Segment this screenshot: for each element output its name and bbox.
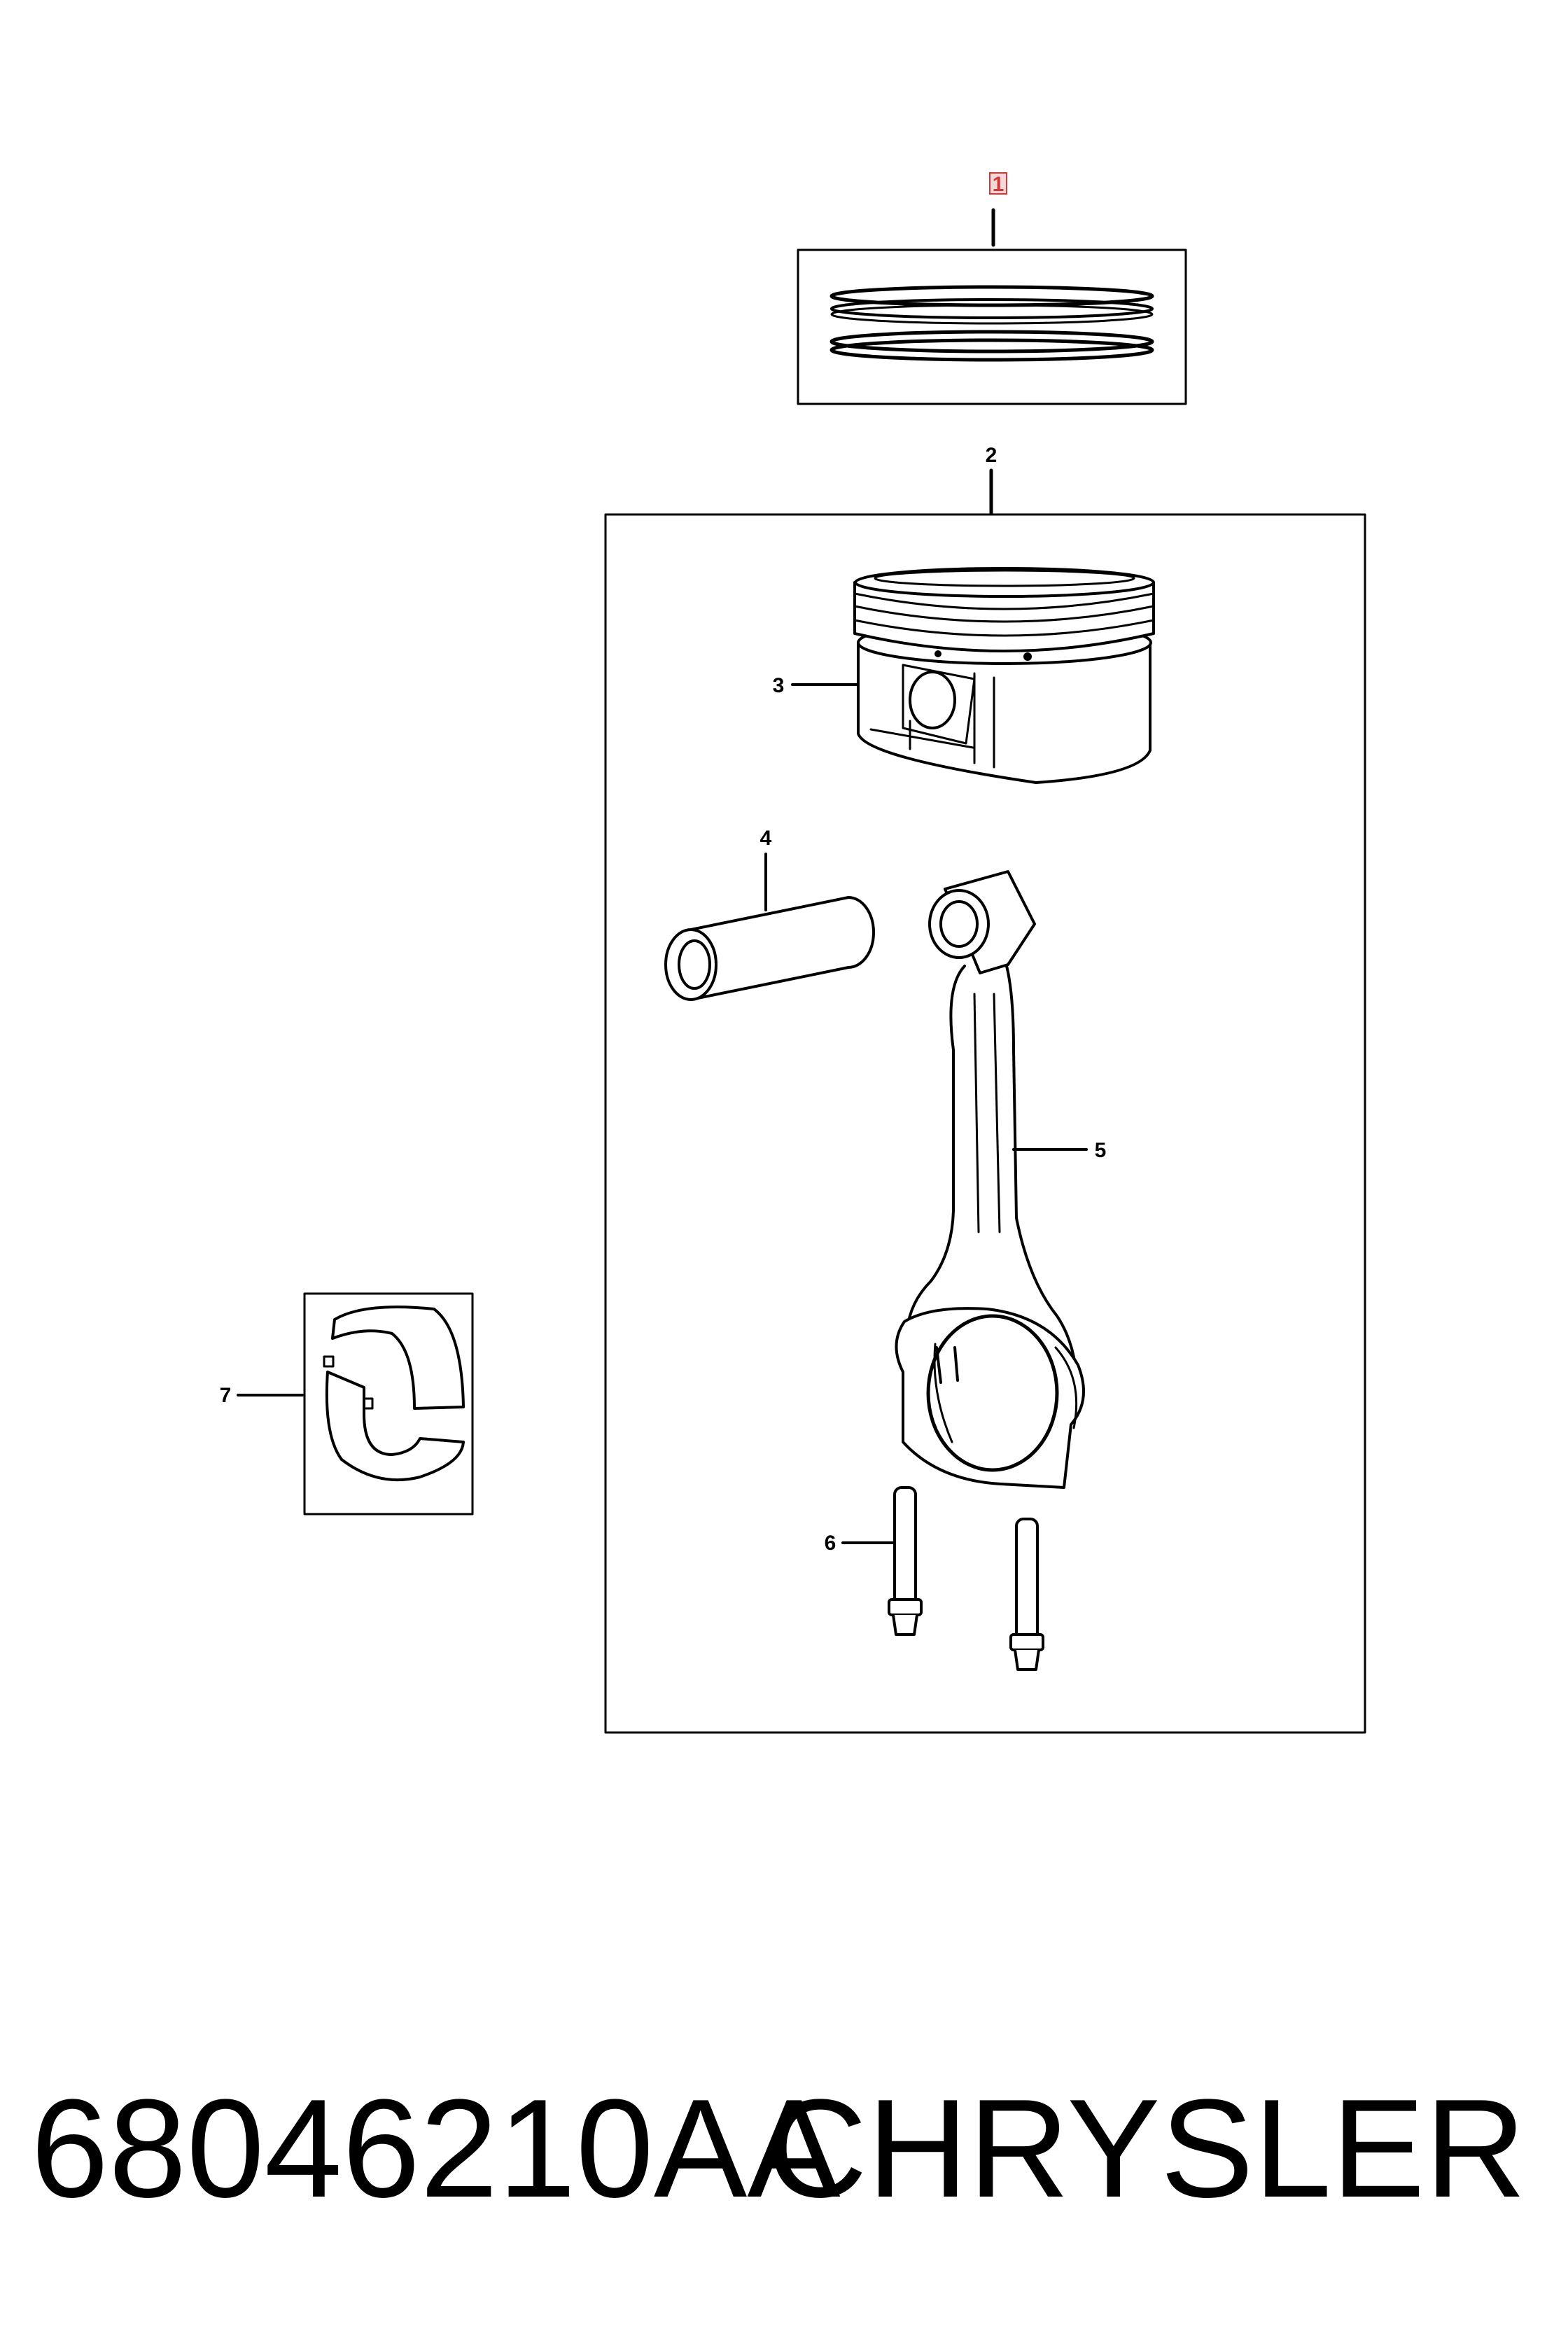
- callout-2-label[interactable]: 2: [986, 444, 997, 467]
- ring-groove-3: [853, 619, 1155, 637]
- callout-6-label[interactable]: 6: [825, 1532, 836, 1555]
- part-number-label: 68046210AA: [31, 2071, 841, 2227]
- piston-rings[interactable]: [830, 285, 1154, 362]
- rod-beam-outer: [906, 965, 1077, 1366]
- oil-ring-lower: [830, 338, 1154, 362]
- rod-bolt-shank: [893, 1486, 917, 1615]
- piston-pin[interactable]: [664, 896, 875, 1001]
- rod-bolt-left[interactable]: [888, 1486, 923, 1636]
- rod-small-end-bore: [939, 900, 979, 948]
- rod-bolt-flange: [1009, 1633, 1044, 1651]
- callout-4-label[interactable]: 4: [760, 827, 772, 850]
- second-ring-lower: [830, 304, 1154, 325]
- rod-bolt-shank: [1015, 1518, 1039, 1646]
- rod-bearing-box: [303, 1292, 474, 1516]
- connecting-rod[interactable]: [895, 870, 1085, 1489]
- oil-ring-upper: [830, 330, 1154, 354]
- piston-crown: [854, 567, 1155, 598]
- ring-groove-2: [853, 605, 1155, 623]
- lower-bearing-shell: [325, 1371, 465, 1482]
- callout-1-group[interactable]: 1: [989, 172, 1007, 196]
- brand-label: CHRYSLER: [766, 2071, 1526, 2227]
- piston-pin-bore: [678, 939, 711, 990]
- second-ring-upper: [830, 298, 1154, 319]
- rod-big-end-bore: [926, 1314, 1059, 1472]
- rod-beam-channel: [973, 993, 1001, 1233]
- piston-ring-land: [853, 581, 1155, 652]
- rod-bolt-head: [892, 1614, 918, 1636]
- rod-bolt-head: [1014, 1648, 1040, 1671]
- pin-bore: [909, 671, 956, 729]
- callout-3-label[interactable]: 3: [773, 674, 785, 697]
- ring-groove-1: [853, 592, 1155, 610]
- piston-rod-assembly-box: [604, 513, 1366, 1734]
- callout-7-label[interactable]: 7: [220, 1384, 232, 1407]
- oil-hole-2: [934, 650, 941, 657]
- piston-pin-body: [690, 896, 875, 1001]
- piston-ring-box: [797, 248, 1187, 405]
- upper-bearing-shell: [331, 1306, 465, 1410]
- bearing-tangs: [323, 1355, 374, 1410]
- callout-1-highlight-box: [989, 172, 1007, 195]
- piston[interactable]: [853, 567, 1155, 784]
- rod-bolt-flange: [888, 1598, 923, 1616]
- cap-split-line: [1054, 1346, 1078, 1429]
- bearing-edge: [933, 1343, 953, 1443]
- callout-1-label[interactable]: 1: [993, 173, 1004, 196]
- skirt-cutout: [869, 720, 974, 750]
- rod-bearing[interactable]: [323, 1306, 465, 1482]
- rod-bolt-right[interactable]: [1009, 1518, 1044, 1671]
- callout-5-label[interactable]: 5: [1095, 1139, 1107, 1162]
- rod-small-end-outer: [928, 889, 990, 959]
- pin-boss-edges: [973, 672, 995, 769]
- piston-crown-recess: [874, 569, 1135, 587]
- bearing-tang: [935, 1346, 959, 1384]
- oil-hole-1: [1023, 652, 1032, 661]
